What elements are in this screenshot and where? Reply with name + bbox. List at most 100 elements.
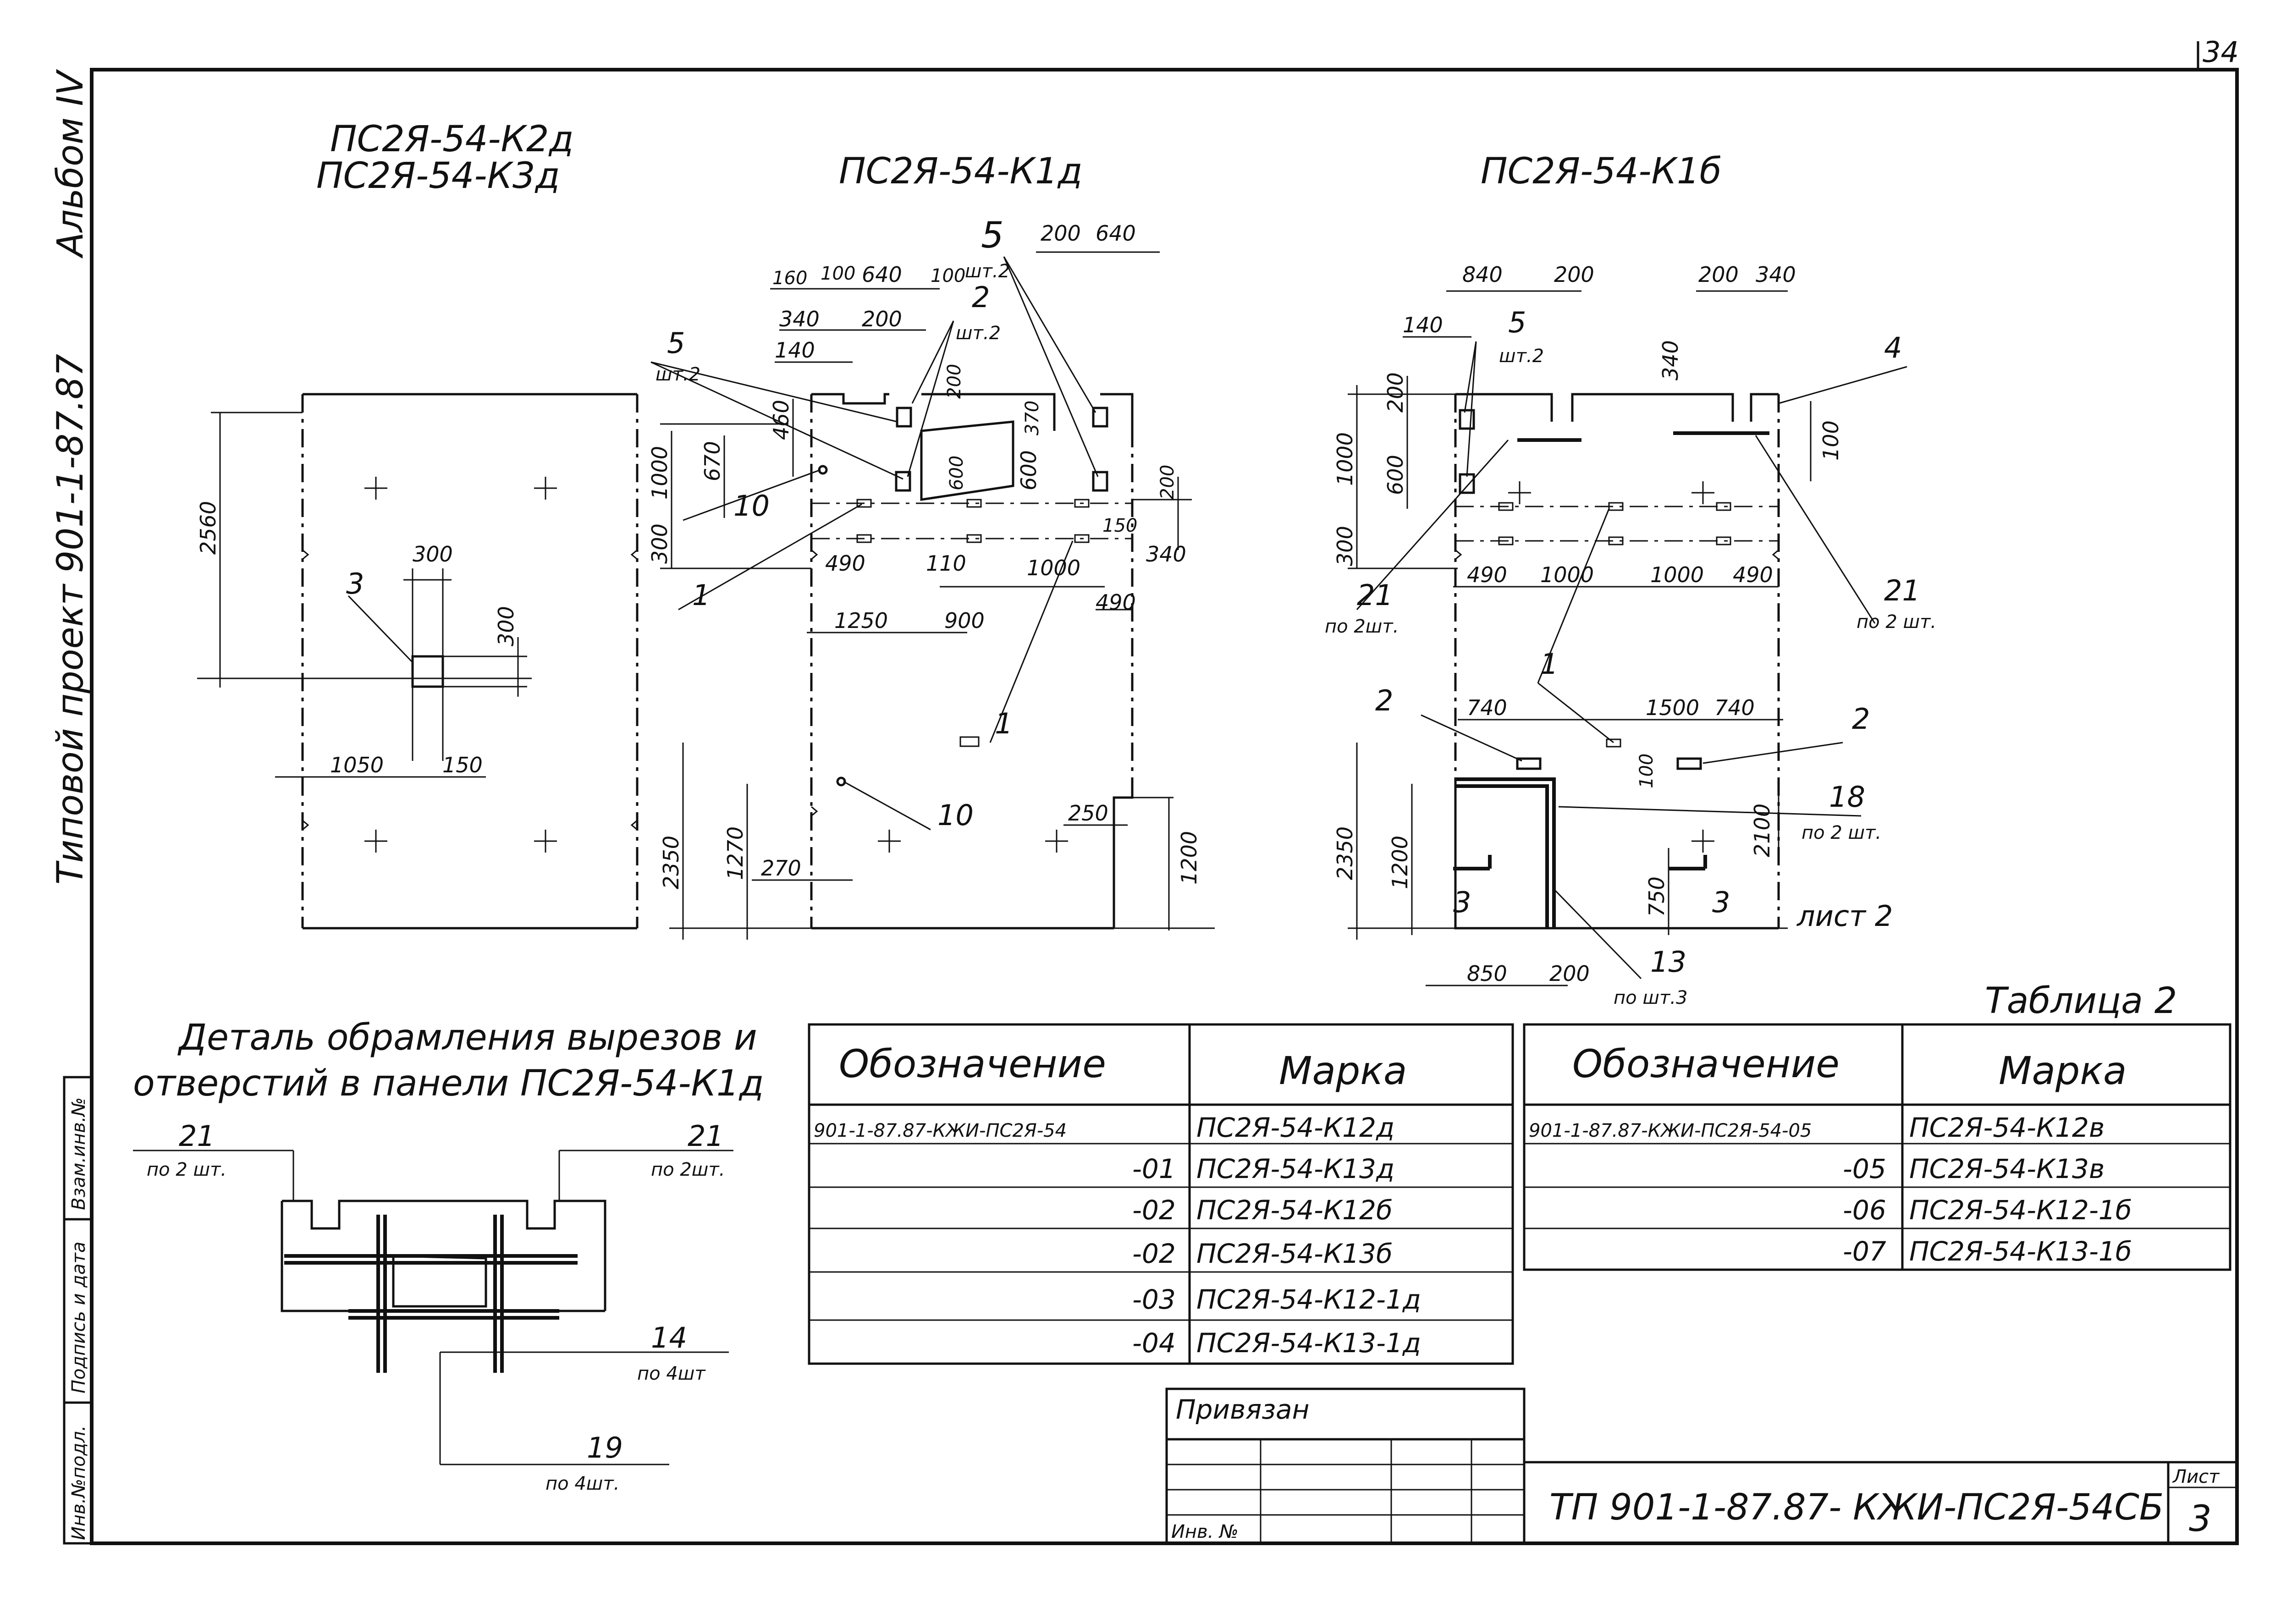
table-caption: Таблица 2 [1985, 980, 2177, 1022]
opening-3 [411, 655, 444, 688]
table-right-r3-mark: ПС2Я-54-К13-1б [1909, 1236, 2132, 1267]
view1-title-1: ПС2Я-54-К2д [330, 119, 573, 160]
table-right-r0-mark: ПС2Я-54-К12в [1909, 1112, 2105, 1143]
v2-dim-200b: 200 [862, 307, 902, 331]
v3-dim-490a: 490 [1467, 562, 1507, 587]
detail-callout-14-qty: по 4шт [637, 1363, 706, 1384]
v2-callout-10a: 10 [733, 489, 770, 523]
v2-callout-1b: 1 [995, 707, 1013, 740]
sheet-ref: лист 2 [1796, 899, 1893, 933]
v3-dim-200d: 200 [1549, 961, 1590, 986]
table-right-r2-mark: ПС2Я-54-К12-1б [1909, 1195, 2132, 1226]
v3-dim-750: 750 [1644, 876, 1669, 917]
table-left-r2-code: -02 [1132, 1195, 1176, 1226]
v3-dim-100: 100 [1818, 420, 1843, 461]
v2-dim-670: 670 [700, 441, 725, 481]
table-right-r0-code: 901-1-87.87-КЖИ-ПС2Я-54-05 [1529, 1120, 1812, 1141]
v3-dim-340b: 340 [1658, 340, 1683, 380]
sheet-number: 3 [2189, 1498, 2212, 1540]
v2-dim-640a: 640 [862, 262, 902, 287]
v2-callout-5b: 5 [981, 215, 1004, 256]
v3-section-3a: 3 [1453, 886, 1471, 919]
v2-callout-5a: 5 [667, 326, 685, 360]
v3-callout-2b: 2 [1852, 702, 1870, 736]
table-right-header-mark: Марка [1999, 1048, 2127, 1093]
table-left-r1-mark: ПС2Я-54-К13д [1196, 1153, 1394, 1184]
v2-dim-100b: 100 [931, 265, 965, 286]
v3-dim-600: 600 [1383, 455, 1408, 495]
table-right-r1-code: -05 [1843, 1153, 1886, 1184]
v2-callout-2: 2 [972, 281, 990, 314]
view2-title: ПС2Я-54-К1д [839, 151, 1082, 192]
v3-dim-140: 140 [1403, 313, 1443, 337]
page-number: 34 [2203, 35, 2239, 69]
v3-dim-1200: 1200 [1388, 836, 1412, 889]
view-k2d: ПС2Я-54-К2д ПС2Я-54-К3д 2560 300 300 105… [196, 119, 639, 930]
v2-callout-2-qty: шт.2 [956, 323, 1001, 344]
v2-callout-5b-qty: шт.2 [965, 261, 1010, 282]
side-stamp: Инв.№подл. Подпись и дата Взам.инв.№ [63, 1076, 93, 1545]
detail-callout-21b: 21 [688, 1119, 724, 1153]
v2-dim-150: 150 [1102, 515, 1137, 536]
v2-dim-490a: 490 [825, 551, 865, 576]
detail-callout-19-qty: по 4шт. [545, 1473, 619, 1494]
v1-dim-300b: 300 [494, 606, 518, 646]
v3-dim-2350: 2350 [1333, 826, 1357, 880]
v3-callout-21a: 21 [1357, 578, 1393, 612]
v3-callout-18: 18 [1829, 780, 1865, 814]
v2-dim-250: 250 [1068, 801, 1108, 826]
v1-dim-2560: 2560 [196, 501, 220, 555]
v2-dim-160: 160 [772, 268, 807, 289]
v1-dim-300a: 300 [413, 542, 453, 567]
v3-dim-200c: 200 [1383, 372, 1408, 413]
v3-dim-200a: 200 [1554, 262, 1594, 287]
v2-dim-600b: 600 [1016, 450, 1041, 490]
v3-dim-1000c: 1000 [1650, 562, 1704, 587]
inv-label: Инв. № [1171, 1521, 1239, 1542]
v3-dim-850: 850 [1467, 961, 1507, 986]
v3-callout-21a-qty: по 2шт. [1325, 616, 1399, 637]
stamp-inv-no: Инв.№подл. [68, 1425, 89, 1540]
v2-dim-1000b: 1000 [1027, 556, 1080, 580]
v2-dim-1270: 1270 [723, 826, 748, 880]
v2-dim-100a: 100 [821, 263, 855, 284]
v2-dim-140: 140 [775, 338, 815, 363]
v2-callout-5a-qty: шт.2 [656, 364, 700, 385]
v2-dim-2350: 2350 [659, 836, 683, 889]
v2-callout-1a: 1 [692, 578, 710, 612]
v3-dim-2100: 2100 [1750, 804, 1774, 857]
detail-callout-14: 14 [651, 1321, 687, 1354]
v1-dim-1050: 1050 [330, 753, 384, 777]
table-right-r3-code: -07 [1843, 1236, 1886, 1267]
v2-dim-640b: 640 [1096, 221, 1136, 246]
v2-dim-200a: 200 [1041, 221, 1081, 246]
v2-dim-900: 900 [944, 608, 985, 633]
table-left-r3-code: -02 [1132, 1238, 1176, 1269]
table-left-r0-code: 901-1-87.87-КЖИ-ПС2Я-54 [814, 1120, 1067, 1141]
album-label: Альбом IV [50, 69, 91, 259]
v2-dim-340b: 340 [1146, 542, 1186, 567]
title-block: Привязан Инв. № ТП 901-1-87.87- КЖИ-ПС2Я… [1165, 1387, 2237, 1545]
v3-callout-13-qty: по шт.3 [1614, 987, 1687, 1008]
v3-callout-13: 13 [1650, 945, 1686, 979]
v3-section-3b: 3 [1712, 886, 1730, 919]
v2-dim-490b: 490 [1096, 590, 1136, 615]
v3-callout-21b-qty: по 2 шт. [1857, 611, 1936, 633]
table-left-r4-code: -03 [1132, 1284, 1176, 1315]
v3-dim-1000b: 1000 [1540, 562, 1594, 587]
detail-callout-21a: 21 [179, 1119, 215, 1153]
stamp-replace-inv: Взам.инв.№ [68, 1097, 89, 1210]
v3-callout-2a: 2 [1375, 684, 1393, 717]
table-left-r4-mark: ПС2Я-54-К12-1д [1196, 1284, 1421, 1315]
v3-dim-100b: 100 [1636, 754, 1657, 788]
table-left-r0-mark: ПС2Я-54-К12д [1196, 1112, 1394, 1143]
table-left-r5-mark: ПС2Я-54-К13-1д [1196, 1327, 1421, 1359]
v2-dim-340: 340 [779, 307, 820, 331]
view-k1b: ПС2Я-54-К1б [1325, 151, 1936, 1008]
table-left-header-mark: Марка [1279, 1048, 1407, 1093]
v2-dim-200c: 200 [944, 364, 965, 399]
view1-title-2: ПС2Я-54-К3д [316, 155, 560, 197]
drawing-code: ТП 901-1-87.87- КЖИ-ПС2Я-54СБ [1549, 1487, 2164, 1528]
v2-callout-10b: 10 [937, 798, 974, 832]
